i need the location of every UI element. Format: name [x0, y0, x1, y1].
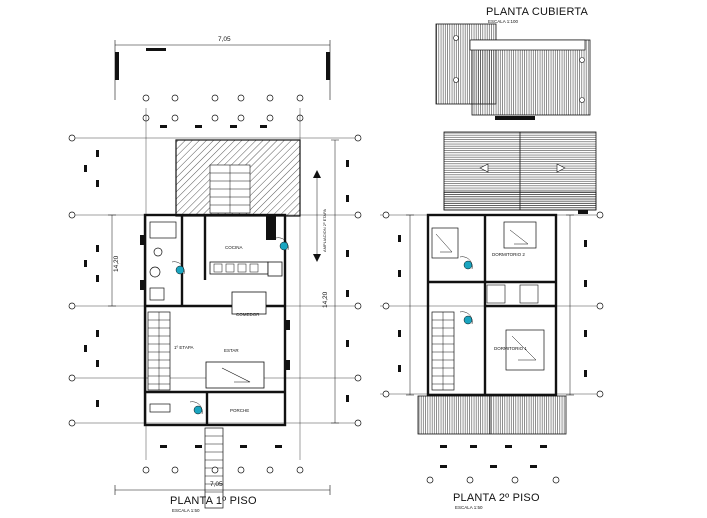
second-floor-walls — [426, 213, 558, 397]
second-floor-title: PLANTA 2º PISO — [453, 492, 540, 504]
sink-fixture — [149, 266, 161, 278]
wall-block-5 — [284, 360, 290, 370]
bathtub — [149, 221, 177, 239]
top-width-dimension: 7,05 — [218, 36, 231, 43]
right-height-dimension: 14,20 — [322, 291, 329, 308]
axis-markers-bottom — [142, 466, 304, 474]
wall-block-4 — [284, 320, 290, 330]
top-beam-block — [146, 48, 166, 51]
upper-door-icons — [463, 260, 473, 325]
left-dimension-line — [108, 139, 339, 424]
axis-markers-top — [142, 94, 304, 122]
closet-2 — [519, 284, 539, 304]
second-floor-scale: ESCALA 1:50 — [455, 505, 483, 510]
roof-plan-title: PLANTA CUBIERTA — [486, 6, 589, 18]
grid-axis-left — [68, 134, 76, 427]
ampliacion-label: AMPLIACION 2º ETAPA — [322, 208, 327, 252]
room-comedor: COMEDOR — [236, 312, 260, 317]
second-floor-plan — [380, 211, 604, 484]
room-dormitorio2: DORMITORIO 2 — [492, 252, 525, 257]
sofa — [205, 361, 265, 389]
wall-block-2 — [140, 235, 146, 245]
second-floor-grid — [380, 214, 600, 395]
overhang-left-block — [115, 52, 119, 80]
grid-axis-right — [354, 134, 362, 427]
roof-plan — [435, 23, 597, 214]
bed-dormitorio1 — [505, 329, 545, 371]
roof-panel-right — [471, 39, 591, 116]
room-porche: PORCHE — [230, 408, 250, 413]
second-floor-ticks — [398, 235, 587, 468]
fridge — [267, 261, 283, 277]
room-cocina: COCINA — [225, 245, 243, 250]
dining-table — [231, 291, 267, 315]
bottom-dimension-line — [114, 485, 331, 495]
bottom-width-dimension: 7,05 — [210, 481, 223, 488]
room-estar: ESTAR — [224, 348, 239, 353]
first-floor-scale: ESCALA 1:50 — [172, 508, 200, 513]
wall-block-1 — [266, 215, 276, 240]
first-floor-title: PLANTA 1º PISO — [170, 495, 257, 507]
porch-bench — [149, 403, 171, 413]
second-floor-dimensions — [406, 214, 574, 396]
ampliacion-arrows — [313, 170, 321, 262]
second-floor-axis — [382, 211, 604, 398]
roof-gutter — [495, 116, 535, 120]
room-dormitorio1: DORMITORIO 1 — [494, 346, 527, 351]
room-etapa: 1º ETAPA — [174, 345, 194, 350]
wall-block-3 — [140, 280, 146, 290]
dimension-ticks — [84, 125, 349, 448]
first-floor-plan — [68, 40, 362, 509]
laundry-fixture — [149, 287, 165, 301]
overhang-right-block — [326, 52, 330, 80]
wc-fixture — [153, 247, 163, 257]
balcony-railing — [417, 395, 567, 435]
closet-1 — [486, 284, 506, 304]
bed-room-left — [431, 227, 459, 259]
second-floor-axis-bottom — [426, 476, 560, 484]
left-height-dimension: 14,20 — [113, 255, 120, 272]
roof-ridge-top — [469, 39, 586, 51]
roof-plan-scale: ESCALA 1:100 — [488, 19, 519, 24]
bed-dormitorio2 — [503, 221, 537, 249]
